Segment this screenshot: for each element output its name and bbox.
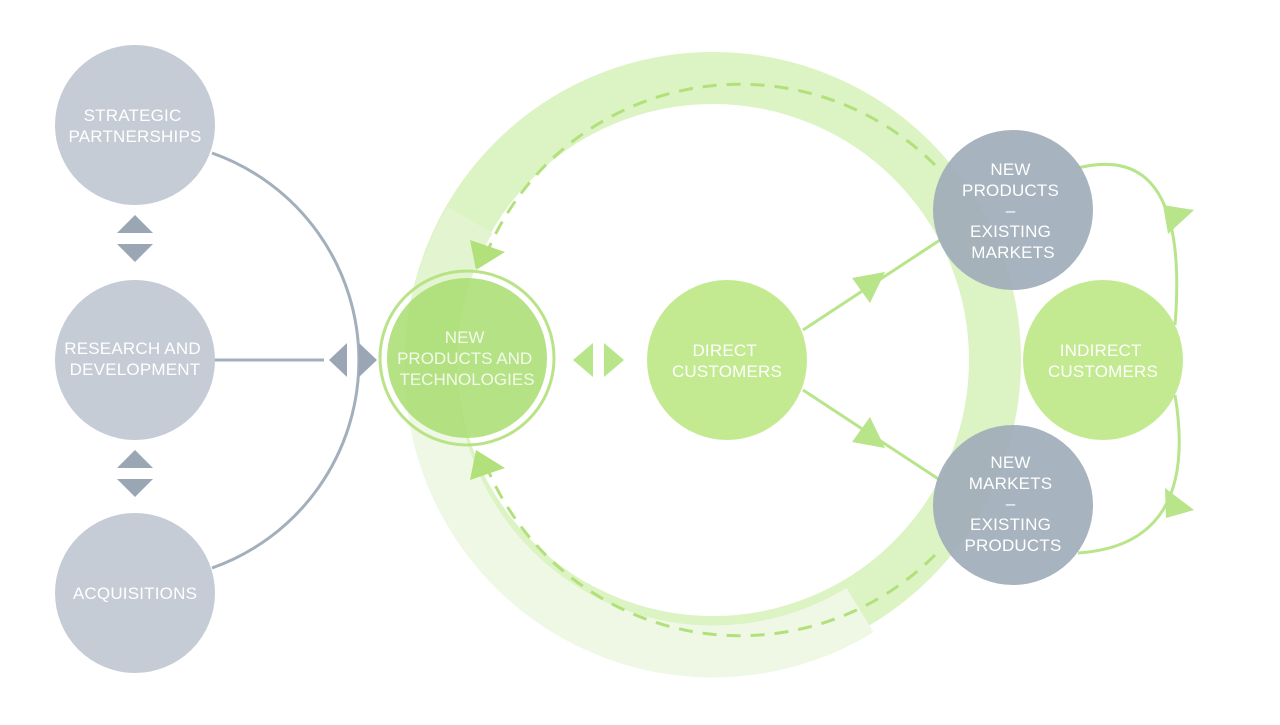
node-indirect-customers <box>1023 280 1183 440</box>
branch-arrows <box>802 238 941 482</box>
dashed-arrow-top <box>486 82 937 251</box>
node-new-markets-existing-products <box>933 425 1093 585</box>
arrowhead-top <box>470 240 505 270</box>
cycle-dashed-arrows <box>470 82 937 638</box>
arrowhead-branch-up <box>852 272 885 303</box>
label-indirect-customers: INDIRECT CUSTOMERS <box>1048 341 1158 381</box>
arrowhead-loop-bottom <box>1165 488 1194 518</box>
double-arrow-2-icon <box>117 450 153 497</box>
bracket-arc <box>211 151 361 570</box>
loop-arrow-top <box>1077 162 1179 326</box>
lr-double-arrow-green-icon <box>573 343 624 377</box>
arrowhead-loop-top <box>1163 205 1194 234</box>
node-new-products-technologies <box>378 269 556 447</box>
node-acquisitions <box>55 513 215 673</box>
double-arrow-1-icon <box>117 215 153 262</box>
label-direct-customers: DIRECT CUSTOMERS <box>672 341 782 381</box>
label-strategic-partnerships: STRATEGIC PARTNERSHIPS <box>68 106 201 146</box>
loop-arrow-bottom <box>1077 394 1181 555</box>
label-new-markets-existing-products: NEW MARKETS – EXISTING PRODUCTS <box>965 453 1062 555</box>
label-acquisitions: ACQUISITIONS <box>73 584 197 603</box>
label-research-development: RESEARCH AND DEVELOPMENT <box>64 339 205 379</box>
node-research-development <box>55 280 215 440</box>
arrowhead-branch-down <box>852 417 885 448</box>
cycle-ring-lower-fade <box>404 359 874 678</box>
arrowhead-bottom <box>470 450 505 480</box>
dashed-arrow-bottom <box>486 469 937 638</box>
node-new-products-existing-markets <box>933 130 1093 290</box>
indirect-loop-arrows <box>1077 162 1194 555</box>
node-direct-customers <box>647 280 807 440</box>
label-new-products-existing-markets: NEW PRODUCTS – EXISTING MARKETS <box>962 160 1064 262</box>
label-new-products-technologies: NEW PRODUCTS AND TECHNOLOGIES <box>397 328 537 389</box>
node-strategic-partnerships <box>55 45 215 205</box>
lr-double-arrow-grey-icon <box>329 343 377 377</box>
